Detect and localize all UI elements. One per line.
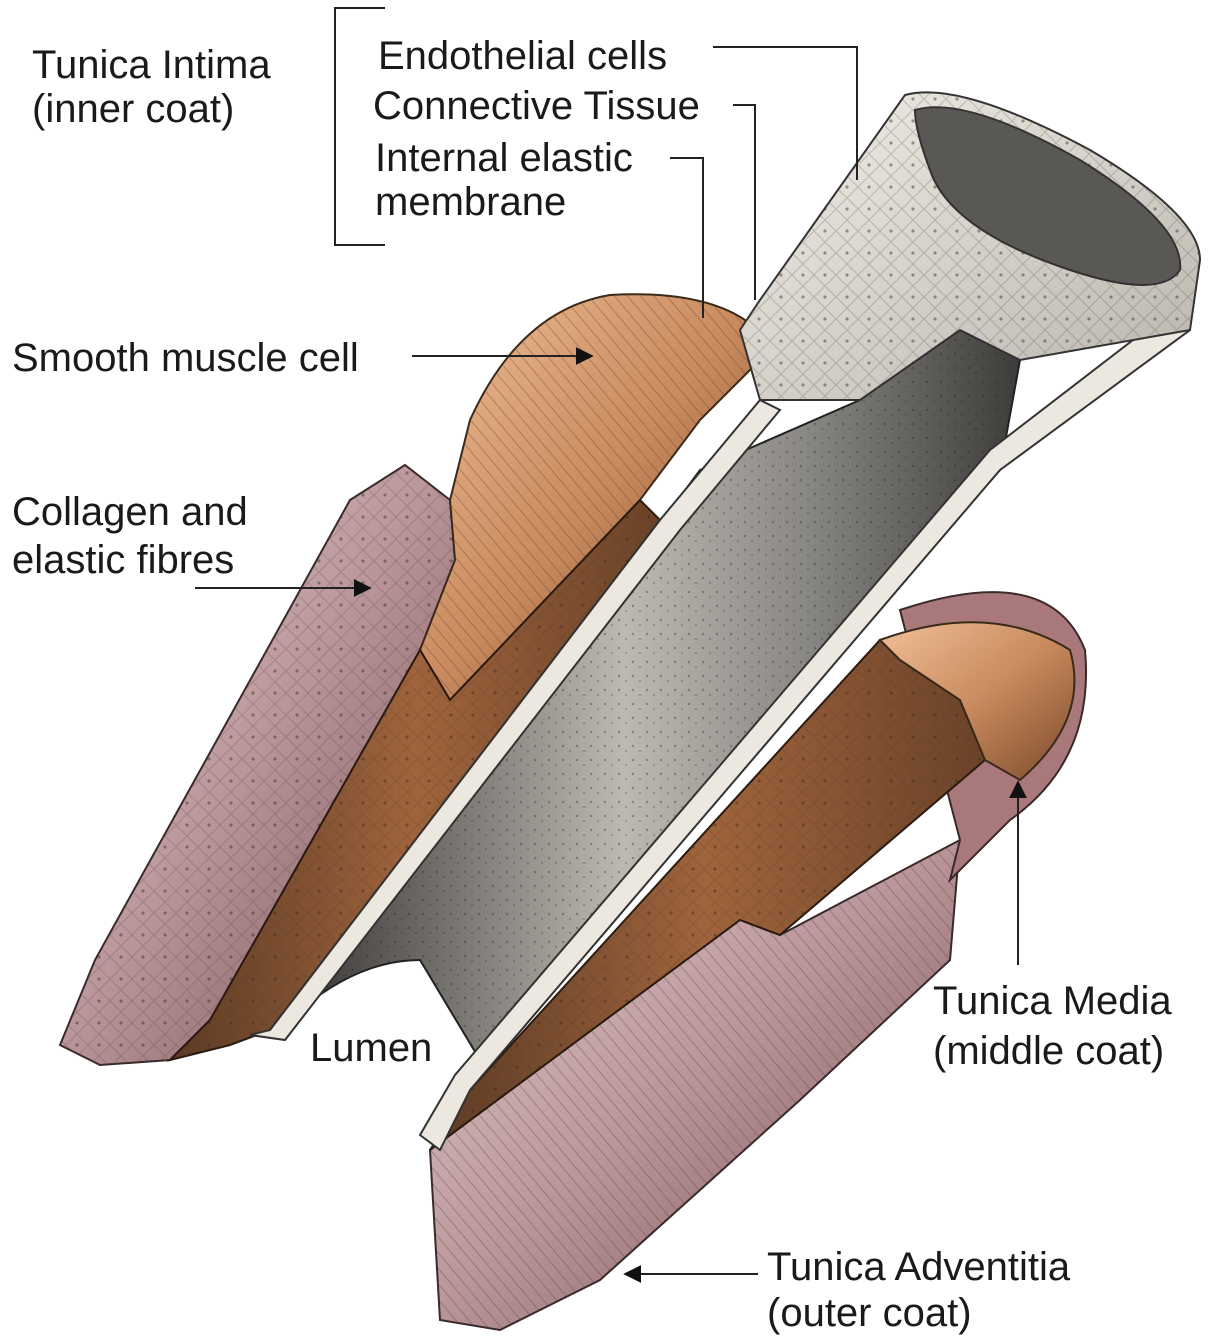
label-connective-tissue: Connective Tissue — [373, 83, 700, 129]
label-elastic-fibres: elastic fibres — [12, 537, 234, 583]
label-internal-elastic: Internal elastic — [375, 135, 633, 181]
label-tunica-media: Tunica Media — [933, 978, 1172, 1024]
label-smooth-muscle-cell: Smooth muscle cell — [12, 335, 359, 381]
connective-leader — [733, 105, 755, 300]
label-lumen: Lumen — [310, 1025, 432, 1071]
label-tunica-media-sub: (middle coat) — [933, 1028, 1164, 1074]
label-collagen: Collagen and — [12, 489, 248, 535]
label-tunica-adventitia: Tunica Adventitia — [767, 1244, 1070, 1290]
label-tunica-intima: Tunica Intima — [32, 42, 271, 88]
label-tunica-adventitia-sub: (outer coat) — [767, 1290, 972, 1336]
label-endothelial-cells: Endothelial cells — [378, 33, 667, 79]
elastic-leader — [670, 158, 703, 318]
label-tunica-intima-sub: (inner coat) — [32, 86, 234, 132]
endothelial-leader — [713, 47, 857, 180]
label-internal-elastic-membrane: membrane — [375, 179, 566, 225]
